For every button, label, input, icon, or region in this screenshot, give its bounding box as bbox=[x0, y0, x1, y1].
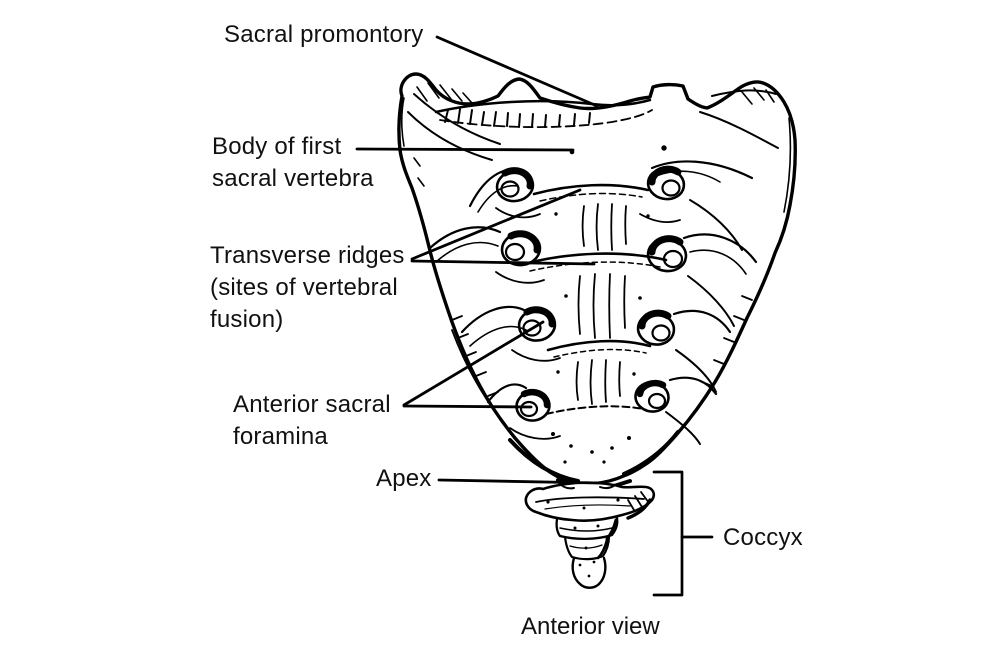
foramen-2-left bbox=[428, 226, 545, 284]
anterior-sacral-foramina-holes bbox=[428, 160, 758, 445]
foramen-4-left bbox=[486, 383, 561, 440]
leader-apex bbox=[437, 478, 600, 485]
foramen-1-left bbox=[468, 167, 541, 219]
label-anterior-sacral-foramina-line2: foramina bbox=[233, 423, 328, 450]
leader-foramina-lower bbox=[402, 404, 533, 409]
leader-sacral-promontory bbox=[435, 35, 599, 108]
label-transverse-ridges-line2: (sites of vertebral bbox=[210, 274, 398, 301]
label-coccyx: Coccyx bbox=[723, 524, 803, 551]
lateral-hatching bbox=[451, 295, 753, 397]
label-anterior-sacral-foramina: Anterior sacral foramina bbox=[233, 389, 391, 453]
leader-transverse-ridge-lower bbox=[410, 259, 596, 266]
foramen-2-right bbox=[646, 233, 758, 327]
vertebral-body-striations bbox=[575, 203, 627, 405]
coccyx-drawing bbox=[524, 481, 656, 589]
coccyx-bracket bbox=[652, 470, 714, 597]
label-body-of-first-line1: Body of first bbox=[212, 133, 342, 160]
transverse-ridges-lines bbox=[522, 183, 668, 415]
label-transverse-ridges: Transverse ridges (sites of vertebral fu… bbox=[210, 240, 405, 336]
foramen-3-right bbox=[636, 309, 732, 393]
label-sacral-promontory: Sacral promontory bbox=[224, 21, 424, 48]
label-body-of-first: Body of first sacral vertebra bbox=[212, 131, 374, 195]
label-transverse-ridges-line3: fusion) bbox=[210, 306, 284, 333]
sacrum-outline bbox=[397, 72, 797, 486]
sacral-alae-detail bbox=[407, 82, 779, 187]
label-anterior-sacral-foramina-line1: Anterior sacral bbox=[233, 391, 391, 418]
label-transverse-ridges-line1: Transverse ridges bbox=[210, 242, 405, 269]
leader-transverse-ridge-upper bbox=[410, 188, 582, 261]
label-body-of-first-line2: sacral vertebra bbox=[212, 165, 374, 192]
foramen-1-right bbox=[639, 160, 754, 251]
leader-body-of-first bbox=[355, 147, 575, 152]
surface-dots bbox=[551, 212, 650, 464]
leader-foramina-upper bbox=[402, 320, 545, 407]
leader-lines bbox=[355, 35, 600, 485]
foramen-4-right bbox=[634, 376, 718, 445]
label-apex: Apex bbox=[376, 465, 432, 492]
figure-caption-anterior-view: Anterior view bbox=[521, 613, 660, 640]
sacral-promontory-ridge bbox=[434, 98, 667, 155]
